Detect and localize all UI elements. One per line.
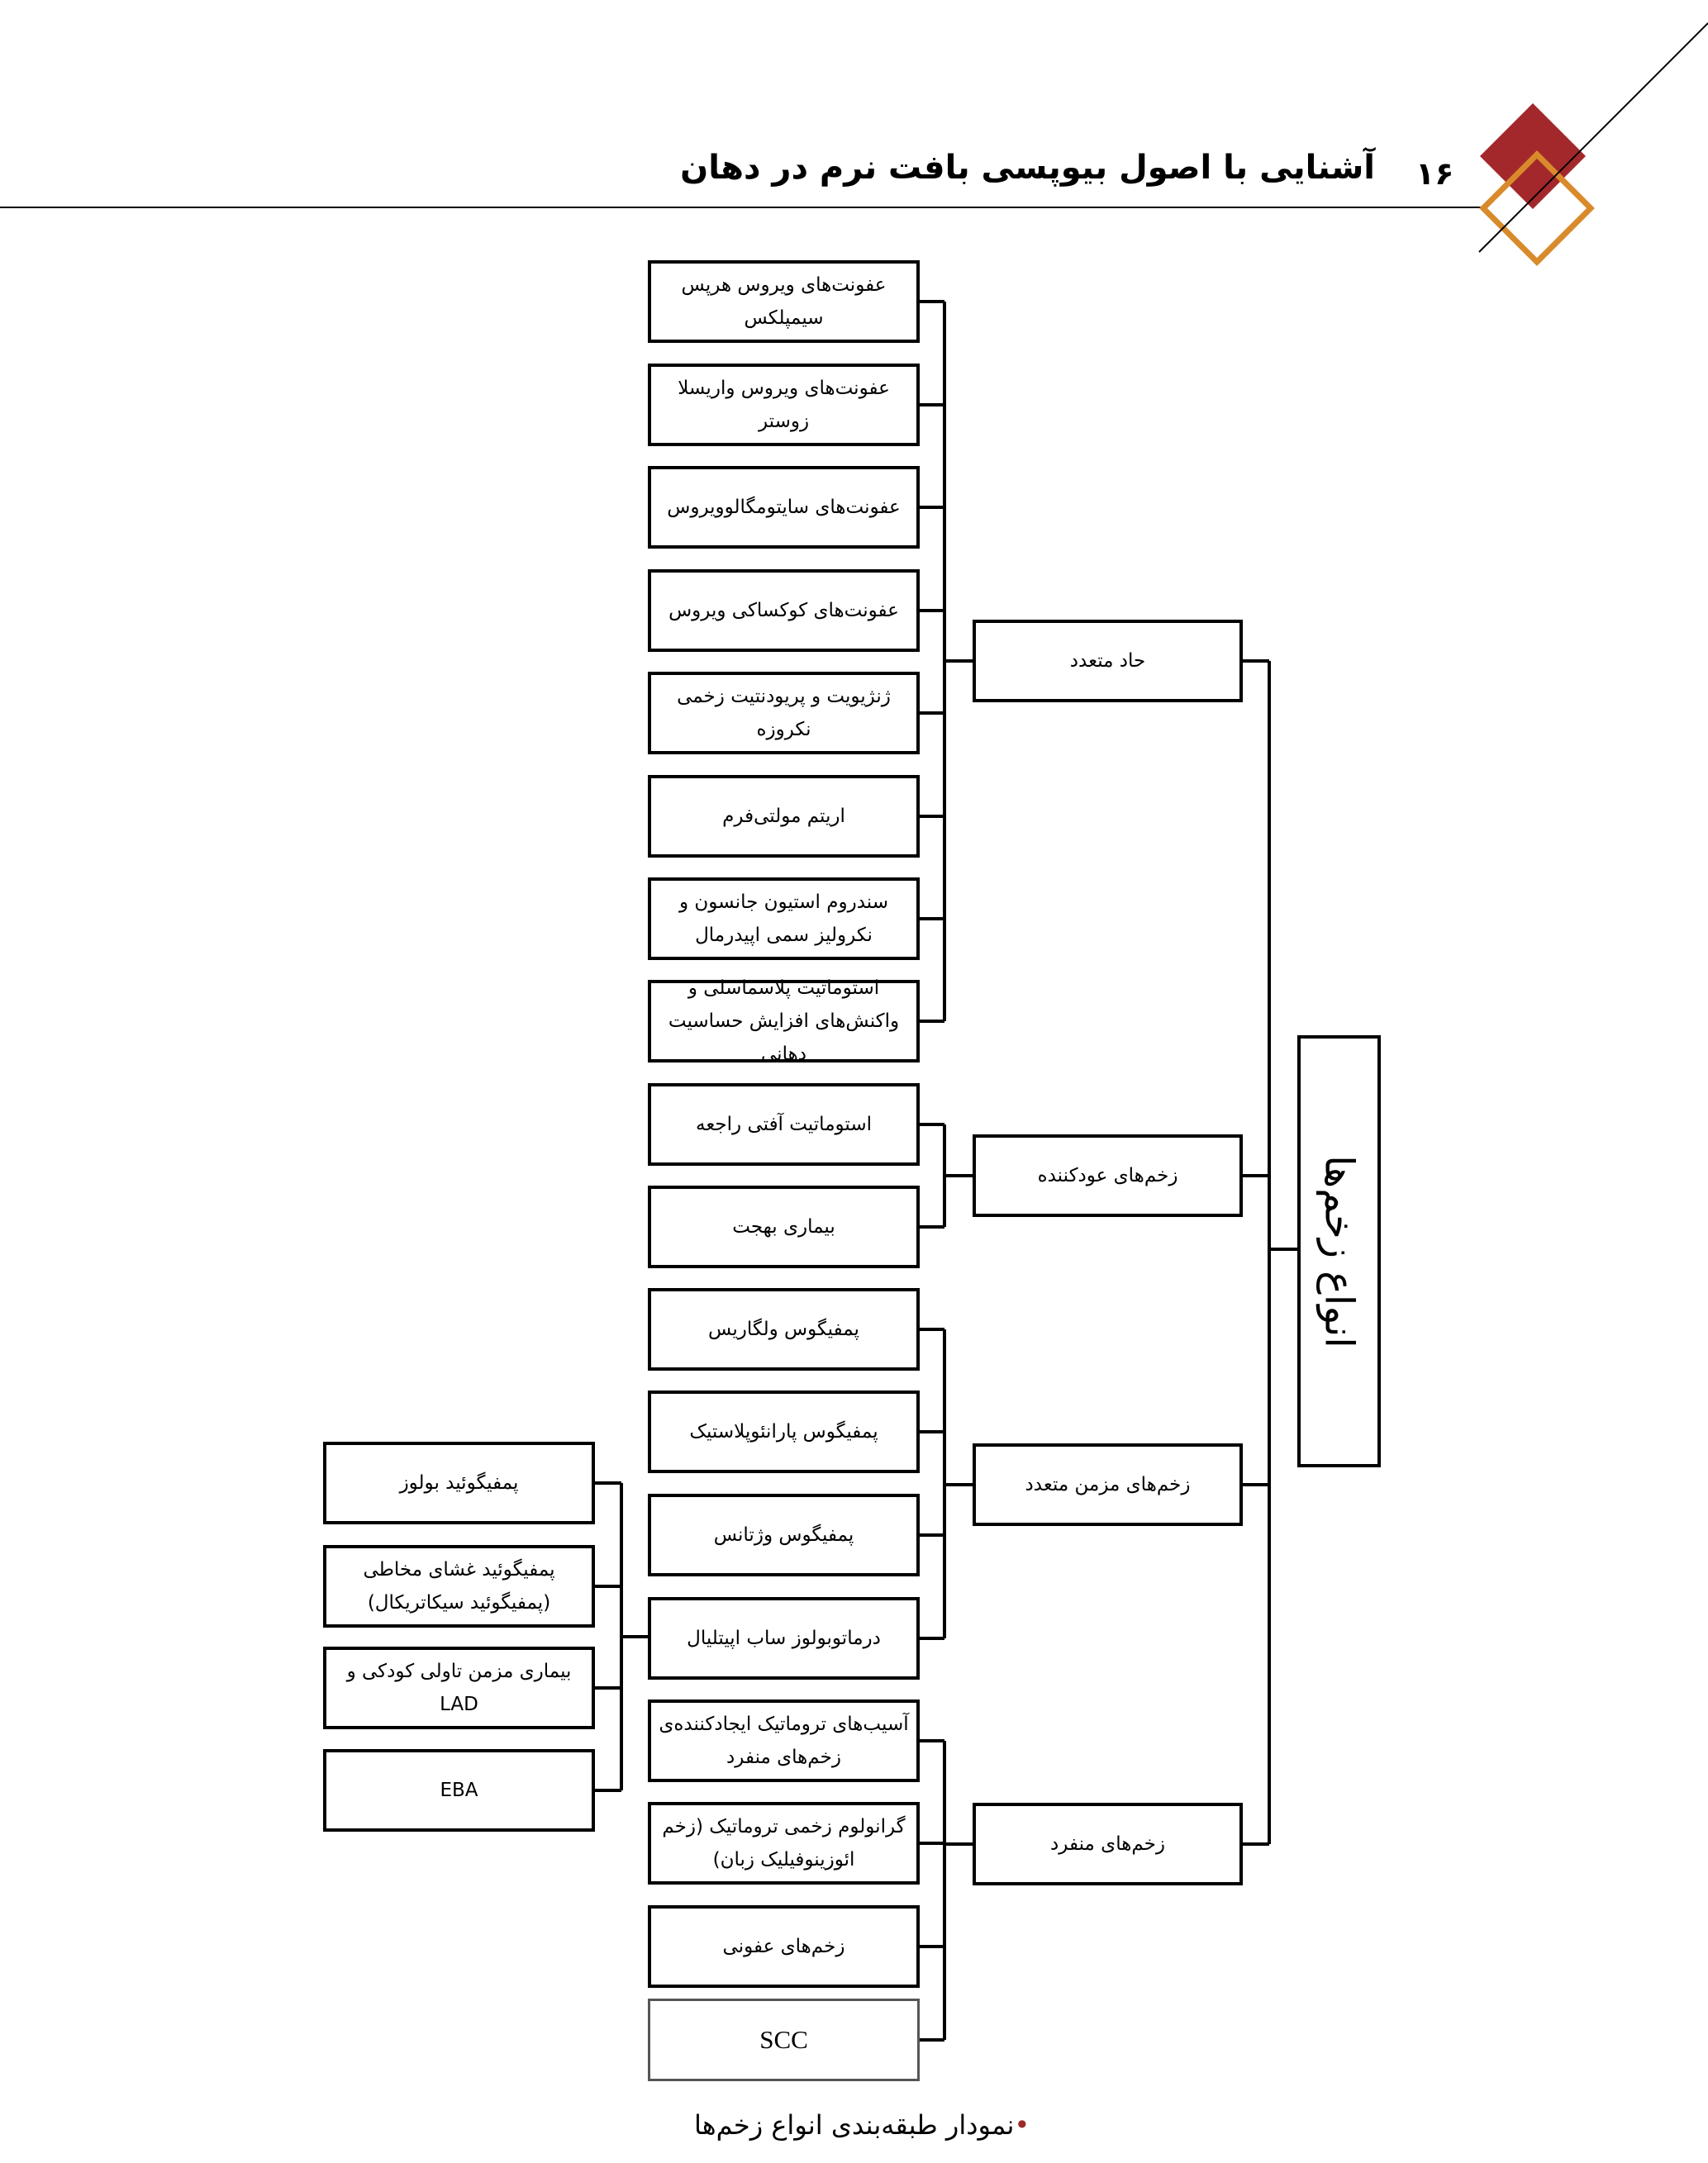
figure-caption: •نمودار طبقه‌بندی انواع زخم‌ها	[694, 2109, 1030, 2141]
leaf-node: عفونت‌های کوکساکی ویروس	[648, 569, 920, 652]
leaf-node: استوماتیت آفتی راجعه	[648, 1083, 920, 1166]
category-node: زخم‌های منفرد	[973, 1803, 1243, 1885]
header-rule	[0, 207, 1483, 208]
connector-acute	[920, 300, 973, 1023]
connector-recurrent	[920, 1123, 973, 1229]
diagonal-line	[1478, 22, 1708, 253]
leaf-node: عفونت‌های ویروس واریسلا زوستر	[648, 364, 920, 446]
category-node: زخم‌های عودکننده	[973, 1134, 1243, 1217]
leaf-node: سندروم استیون جانسون و نکرولیز سمی اپیدر…	[648, 877, 920, 960]
leaf-node: عفونت‌های ویروس هرپس سیمپلکس	[648, 260, 920, 343]
leaf-node: آسیب‌های تروماتیک ایجادکننده‌ی زخم‌های م…	[648, 1700, 920, 1782]
leaf-node: بیماری بهجت	[648, 1186, 920, 1268]
leaf-node: اریتم مولتی‌فرم	[648, 775, 920, 858]
connector-subepithelial	[594, 1481, 649, 1792]
caption-bullet-icon: •	[1014, 2109, 1030, 2141]
page-number: ۱۶	[1415, 155, 1454, 192]
leaf-node: پمفیگوس ولگاریس	[648, 1288, 920, 1371]
sub-leaf-node: EBA	[323, 1749, 595, 1832]
sub-leaf-node: پمفیگوئید غشای مخاطی (پمفیگوئید سیکاتریک…	[323, 1545, 595, 1628]
corner-decoration-icon	[1478, 22, 1708, 266]
leaf-node: ژنژیویت و پریودنتیت زخمی نکروزه	[648, 672, 920, 754]
leaf-node: پمفیگوس پارانئوپلاستیک	[648, 1390, 920, 1473]
leaf-node: گرانولوم زخمی تروماتیک (زخم ائوزینوفیلیک…	[648, 1802, 920, 1885]
root-label: انواع زخم‌ها	[1315, 1154, 1363, 1348]
connector-chronic	[920, 1328, 973, 1640]
connector-single	[920, 1739, 973, 2042]
leaf-node: زخم‌های عفونی	[648, 1905, 920, 1988]
leaf-node: درماتوبولوز ساب اپیتلیال	[648, 1597, 920, 1680]
caption-text: نمودار طبقه‌بندی انواع زخم‌ها	[694, 2109, 1015, 2141]
leaf-node: عفونت‌های سایتومگالوویروس	[648, 466, 920, 549]
leaf-node: SCC	[648, 1999, 920, 2081]
category-node: زخم‌های مزمن متعدد	[973, 1443, 1243, 1526]
category-node: حاد متعدد	[973, 620, 1243, 702]
sub-leaf-node: پمفیگوئید بولوز	[323, 1442, 595, 1524]
root-node: انواع زخم‌ها	[1297, 1035, 1381, 1467]
outline-diamond-icon	[1479, 150, 1595, 266]
connector-root	[1243, 659, 1297, 1846]
page-header-title: آشنایی با اصول بیوپسی بافت نرم در دهان	[680, 149, 1375, 187]
leaf-node: استوماتیت پلاسماسلی و واکنش‌های افزایش ح…	[648, 977, 920, 1065]
sub-leaf-node: بیماری مزمن تاولی کودکی و LAD	[323, 1647, 595, 1729]
leaf-node: پمفیگوس وژتانس	[648, 1494, 920, 1576]
